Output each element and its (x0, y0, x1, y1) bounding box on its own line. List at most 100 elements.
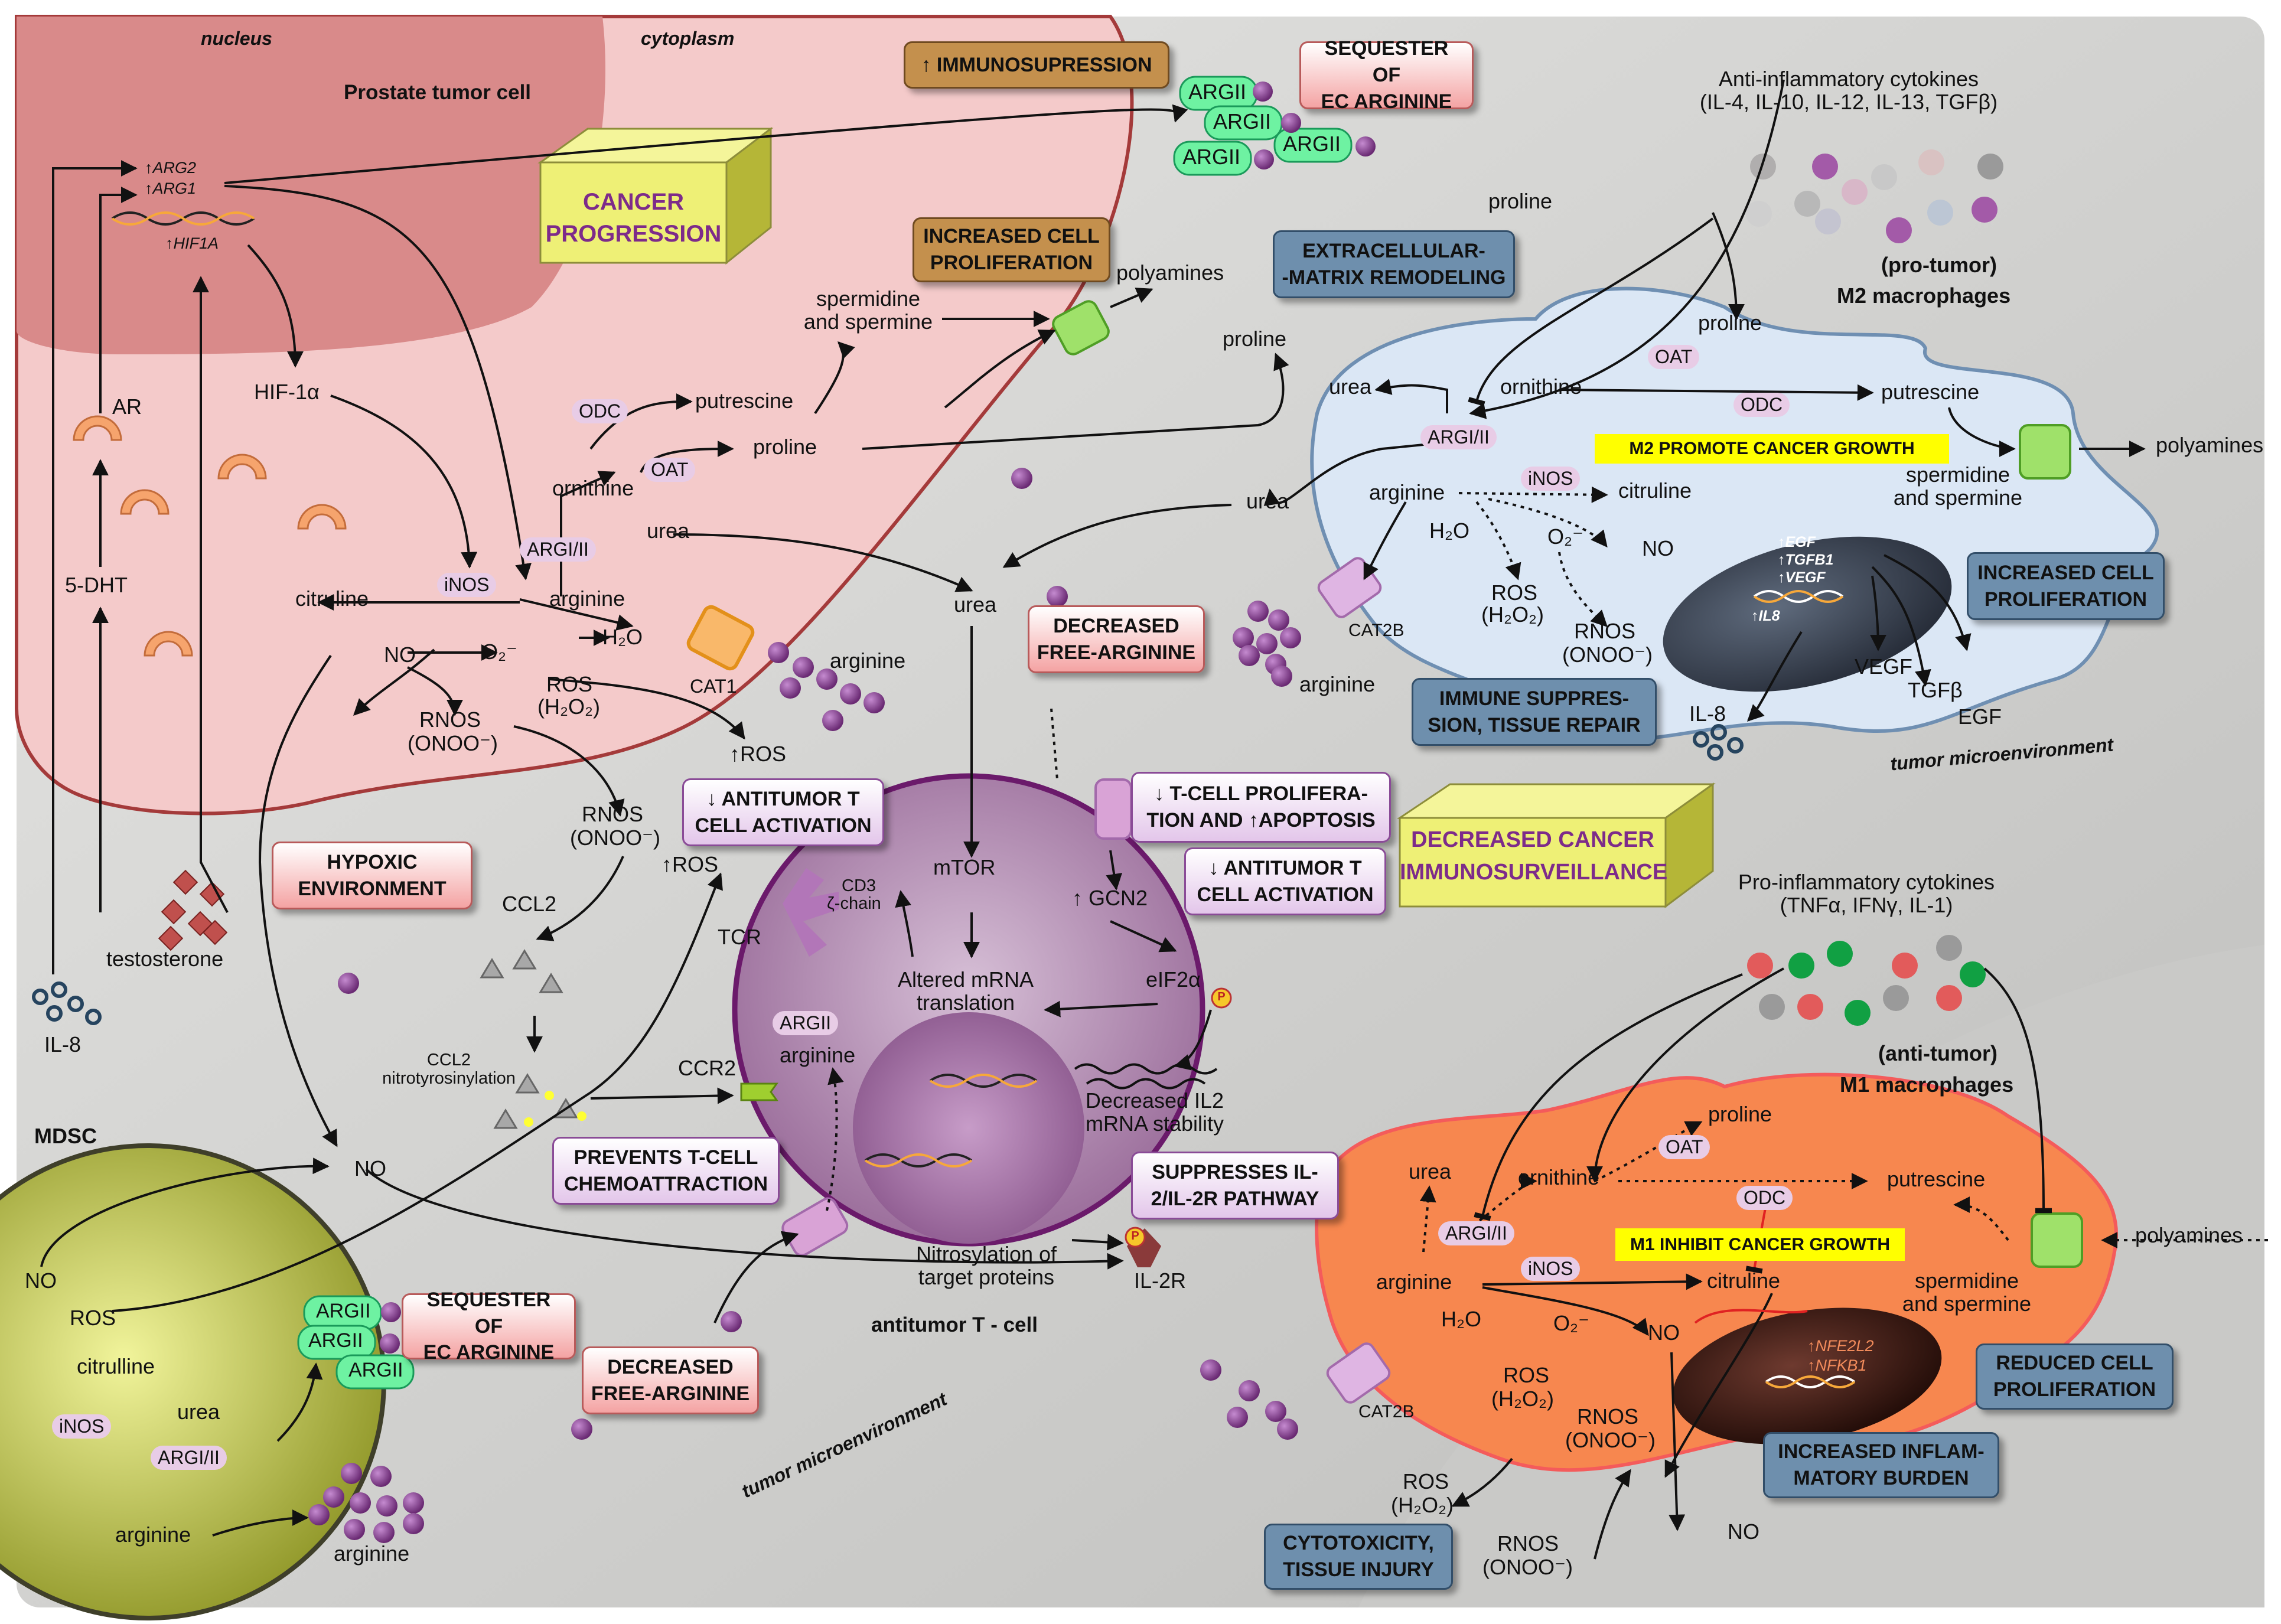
argii-enzyme-tcell: ARGII (773, 1011, 839, 1035)
ros-tumor: ROS (546, 672, 593, 696)
m1-subtitle: M1 macrophages (1840, 1072, 2014, 1097)
citruline-m2: citruline (1618, 478, 1692, 503)
nfe2l2-gene: ↑NFE2L2 (1807, 1337, 1874, 1355)
up-ros-micro: ↑ROS (662, 852, 719, 876)
il8-label-tumor: IL-8 (44, 1032, 82, 1056)
m2-promote-growth-banner: M2 PROMOTE CANCER GROWTH (1595, 434, 1949, 464)
cat1-label: CAT1 (690, 676, 737, 697)
testosterone-molecules (158, 869, 228, 951)
mdsc-label: MDSC (34, 1124, 97, 1148)
m2-cytokines-label: Anti-inflammatory cytokines(IL-4, IL-10,… (1699, 67, 1998, 114)
argii-pill-label: ARGII (348, 1359, 403, 1381)
cat2b-m2: CAT2B (1348, 621, 1405, 640)
urea-tumor: urea (647, 518, 690, 543)
proline-m1: proline (1708, 1102, 1772, 1126)
il2r-p-label: P (1131, 1230, 1139, 1243)
inos-enzyme-m1: iNOS (1521, 1257, 1581, 1281)
tgfb-out: TGFβ (1908, 678, 1963, 702)
tcr-label: TCR (718, 925, 761, 949)
proline-m2-in: proline (1698, 311, 1762, 335)
immune-suppression-box: IMMUNE SUPPRES-SION, TISSUE REPAIR (1412, 678, 1657, 746)
polyamines-m2: polyamines (2156, 433, 2264, 457)
argi-ii-enzyme-m2: ARGI/II (1420, 425, 1497, 449)
ccl2-label: CCL2 (502, 892, 557, 916)
rnos-m1-out: RNOS (1497, 1531, 1559, 1555)
no-m1: NO (1648, 1320, 1680, 1345)
h2o-m2: H₂O (1429, 518, 1469, 543)
mtor-label: mTOR (933, 855, 996, 879)
decreased-immuno-3d-box (1397, 782, 1716, 908)
cd3-label: CD3 (842, 876, 876, 895)
oat-enzyme-tumor: OAT (644, 458, 696, 482)
arginine-m2: arginine (1369, 480, 1445, 504)
rnos-micro: RNOS (582, 802, 644, 826)
ornithine-tumor: ornithine (552, 476, 634, 500)
h2o2-tumor: (H₂O₂) (537, 694, 600, 719)
eif2a-p-label: P (1217, 990, 1226, 1003)
cat1-transporter (686, 605, 755, 671)
odc-enzyme-m1: ODC (1736, 1186, 1793, 1210)
m2-title: (pro-tumor) (1881, 253, 1997, 277)
argi-ii-enzyme-m1: ARGI/II (1438, 1221, 1514, 1245)
urea-m2: urea (1329, 374, 1372, 399)
argii-pills-bottom (297, 1295, 415, 1390)
tcr-receptor (783, 868, 839, 957)
onoo-m2: (ONOO⁻) (1562, 643, 1653, 667)
rnos-m1: RNOS (1577, 1404, 1639, 1429)
m1-cytokines-label: Pro-inflammatory cytokines(TNFα, IFNγ, I… (1738, 870, 1995, 917)
h2o-tumor: H₂O (602, 625, 643, 649)
tumor-nucleus (17, 17, 605, 354)
t-cell-label: antitumor T - cell (871, 1313, 1038, 1336)
proline-tumor-out: proline (1223, 327, 1287, 351)
argii-pill-label: ARGII (1182, 145, 1241, 169)
polyamines-m1: polyamines (2135, 1223, 2243, 1247)
urea-micro: urea (954, 592, 997, 617)
proline-m2-out: proline (1488, 189, 1553, 213)
polyamines-tumor: polyamines (1116, 260, 1224, 285)
gcn2-label: ↑ GCN2 (1072, 886, 1148, 910)
ros-m2: ROS (1491, 581, 1538, 605)
oat-enzyme-m1: OAT (1658, 1135, 1710, 1159)
h2o2-m1-out: (H₂O₂) (1391, 1493, 1454, 1517)
nfkb1-gene: ↑NFKB1 (1807, 1356, 1867, 1374)
arg1-gene: ↑ARG1 (145, 180, 197, 197)
arginine-tcell: arginine (780, 1043, 856, 1067)
inos-enzyme-tumor: iNOS (437, 573, 497, 597)
arginine-extracellular-1: arginine (830, 648, 906, 673)
zeta-chain-label: ζ-chain (827, 894, 881, 913)
up-ros-tumor: ↑ROS (729, 742, 787, 766)
proline-tumor: proline (753, 435, 817, 459)
vegf-gene: ↑VEGF (1778, 569, 1826, 586)
vegf-out: VEGF (1855, 654, 1913, 679)
putrescine-tumor: putrescine (695, 389, 794, 413)
ecm-remodeling-box: EXTRACELLULAR--MATRIX REMODELING (1273, 230, 1515, 298)
dht-label: 5-DHT (65, 573, 128, 597)
ros-m1-out: ROS (1403, 1469, 1449, 1493)
urea-mdsc: urea (177, 1400, 220, 1424)
il8-m2: IL-8 (1689, 702, 1726, 726)
o2-tumor: O₂⁻ (481, 640, 517, 664)
hif1a-label: HIF-1α (254, 380, 320, 404)
citruline-tumor: citruline (295, 586, 369, 611)
no-m2: NO (1642, 536, 1674, 560)
tgfb1-gene: ↑TGFB1 (1778, 552, 1834, 568)
nucleus-label: nucleus (201, 28, 272, 49)
citrulline-mdsc: citrulline (77, 1354, 155, 1378)
argi-ii-enzyme-mdsc: ARGI/II (151, 1446, 227, 1470)
arginine-dots (308, 81, 1376, 1543)
m1-polyamine-transporter (2031, 1212, 2083, 1268)
arginine-tumor: arginine (549, 586, 625, 611)
ar-label: AR (112, 394, 142, 419)
eif2a-p-icon (1211, 987, 1232, 1009)
argii-pill-label: ARGII (1283, 132, 1341, 156)
